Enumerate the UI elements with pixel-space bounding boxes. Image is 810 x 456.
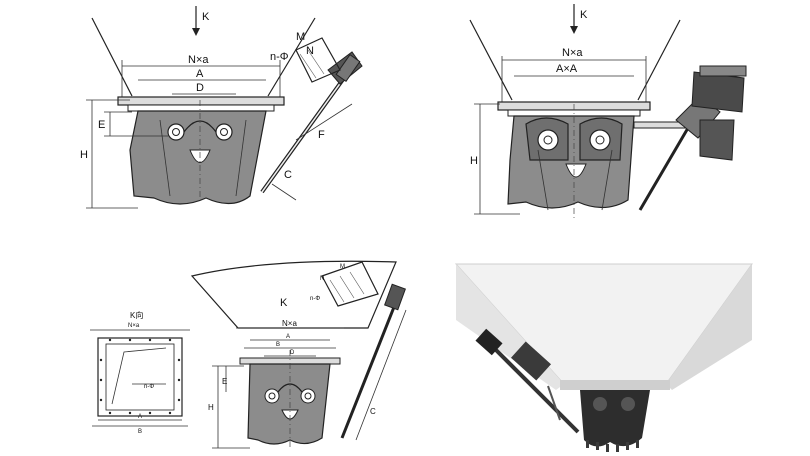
label-a: A [138, 414, 142, 420]
label-m: M [340, 264, 345, 270]
label-f: F [318, 129, 325, 141]
label-nxa: N×a [128, 323, 140, 329]
label-title: K向 [130, 310, 143, 320]
label-axa: A×A [556, 63, 578, 75]
label-n-phi: n-Φ [270, 51, 289, 63]
label-a: A [286, 334, 290, 340]
label-m: M [296, 31, 305, 43]
label-h: H [80, 149, 88, 161]
label-c: C [284, 169, 292, 181]
label-d: D [196, 82, 204, 94]
label-nxa: N×a [562, 47, 583, 59]
label-n-phi: n-Φ [144, 384, 154, 390]
label-nxa: N×a [188, 54, 209, 66]
product-photo [454, 262, 756, 456]
diagram-bottom-center: K n-Φ M N N×a A B D H E C [190, 260, 407, 449]
label-d: D [290, 350, 295, 356]
label-k: K [280, 297, 288, 309]
label-k: K [202, 11, 210, 23]
diagram-bottom-left: K向 N×a A B n-Φ [90, 310, 190, 435]
label-n: N [306, 45, 314, 57]
label-e: E [98, 119, 105, 131]
label-h: H [470, 155, 478, 167]
label-n: N [320, 276, 324, 282]
diagram-top-right: K N×a A×A H [469, 4, 747, 220]
label-h: H [208, 403, 214, 412]
label-e: E [222, 377, 227, 386]
label-a: A [196, 68, 204, 80]
label-k: K [580, 9, 588, 21]
label-c: C [370, 407, 376, 416]
label-b: B [138, 429, 142, 435]
label-n-phi: n-Φ [310, 296, 320, 302]
diagram-top-left: K N×a A D H [80, 6, 363, 209]
label-nxa: N×a [282, 319, 297, 328]
label-b: B [276, 342, 280, 348]
